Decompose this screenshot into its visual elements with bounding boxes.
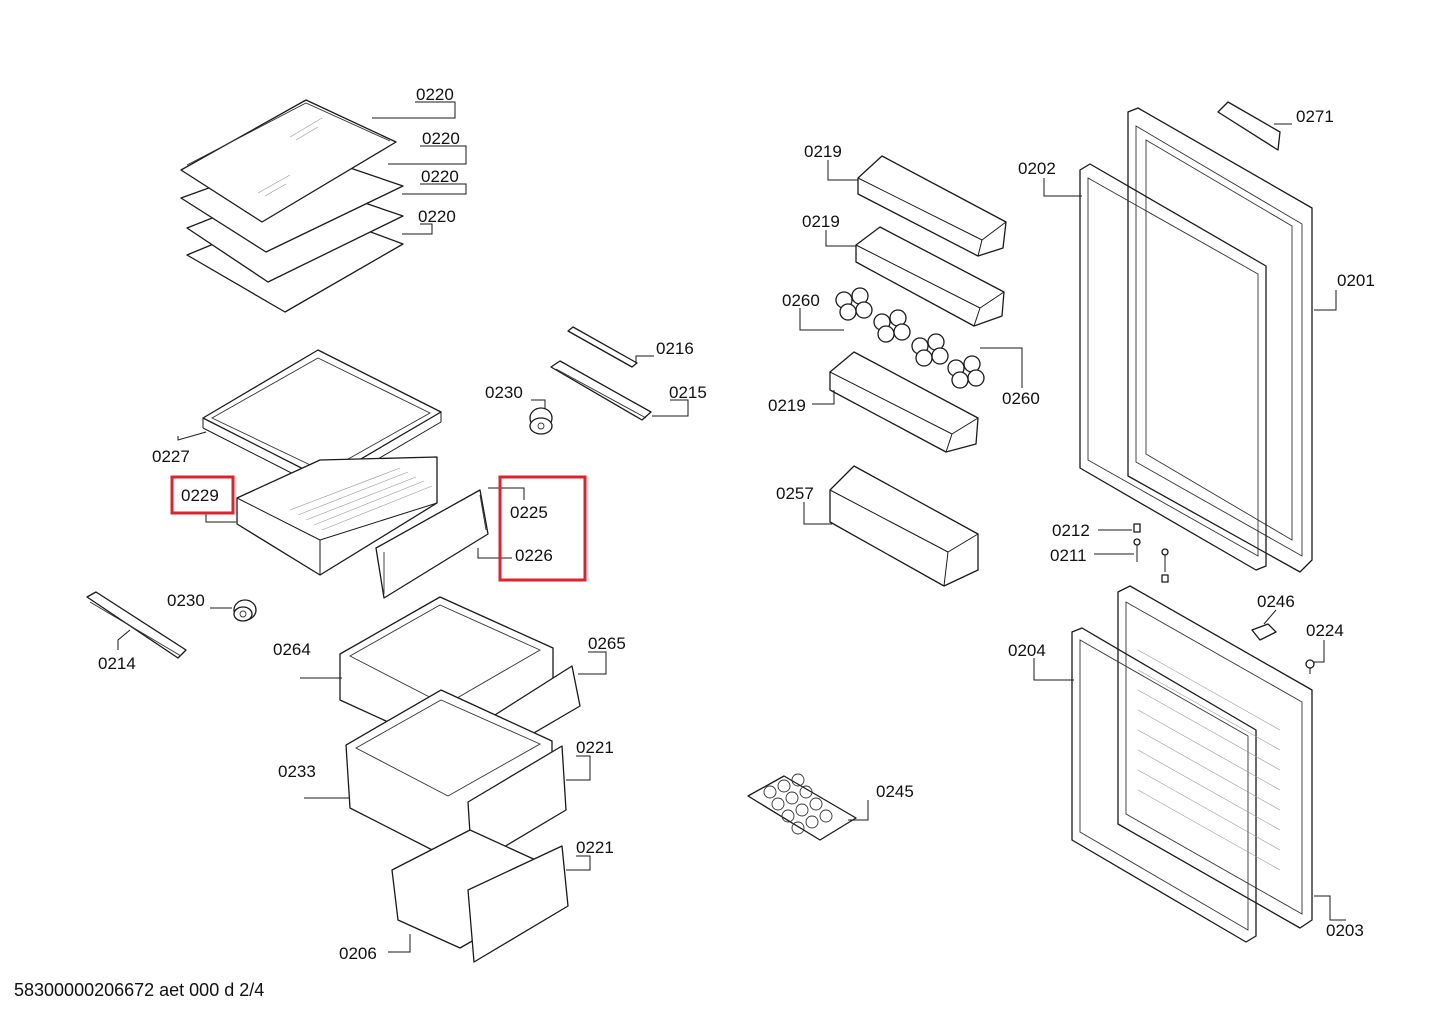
part-label-0220: 0220 (418, 207, 456, 226)
part-label-0257: 0257 (776, 484, 814, 503)
part-label-0219: 0219 (802, 212, 840, 231)
part-label-0220: 0220 (416, 85, 454, 104)
part-label-0245: 0245 (876, 782, 914, 801)
part-label-0214: 0214 (98, 654, 136, 673)
part-label-0201: 0201 (1337, 271, 1375, 290)
part-label-0265: 0265 (588, 634, 626, 653)
part-label-0219: 0219 (768, 396, 806, 415)
egg-tray-drawing (835, 287, 985, 389)
part-label-0204: 0204 (1008, 641, 1046, 660)
part-label-0202: 0202 (1018, 159, 1056, 178)
part-label-0224: 0224 (1306, 621, 1344, 640)
callout-labels: 0220 0220 0220 0220 0216 0230 0215 0227 … (98, 85, 1375, 963)
part-label-0260: 0260 (782, 291, 820, 310)
part-label-0230: 0230 (167, 591, 205, 610)
part-label-0246: 0246 (1257, 592, 1295, 611)
leader-lines (117, 101, 1346, 953)
glass-shelf-drawing (180, 99, 404, 313)
part-label-0260: 0260 (1002, 389, 1040, 408)
highlight-box-0225-0226 (498, 475, 587, 582)
part-label-0216: 0216 (656, 339, 694, 358)
small-parts-drawing (86, 326, 652, 659)
part-label-0219: 0219 (804, 142, 842, 161)
part-label-0220: 0220 (422, 129, 460, 148)
highlight-box-0229 (170, 475, 235, 515)
part-label-0264: 0264 (273, 640, 311, 659)
crisper-front-panel-drawing (375, 489, 489, 599)
part-label-0271: 0271 (1296, 107, 1334, 126)
part-label-0206: 0206 (339, 944, 377, 963)
part-label-0225: 0225 (510, 503, 548, 522)
fridge-door-drawing (1079, 101, 1313, 583)
freezer-drawers-drawing (339, 596, 581, 963)
crisper-box-drawing (236, 456, 438, 576)
part-label-0203: 0203 (1326, 921, 1364, 940)
part-label-0221: 0221 (576, 838, 614, 857)
part-label-0233: 0233 (278, 762, 316, 781)
door-shelves-drawing (829, 155, 1007, 587)
part-label-0227: 0227 (152, 447, 190, 466)
part-label-0230: 0230 (485, 383, 523, 402)
part-label-0229: 0229 (181, 486, 219, 505)
freezer-door-drawing (1071, 585, 1315, 943)
part-label-0220: 0220 (421, 167, 459, 186)
ice-cube-tray-drawing (747, 773, 857, 841)
part-label-0215: 0215 (669, 383, 707, 402)
part-label-0211: 0211 (1050, 546, 1087, 565)
part-label-0226: 0226 (515, 546, 553, 565)
part-label-0221: 0221 (576, 738, 614, 757)
document-code-footer: 58300000206672 aet 000 d 2/4 (14, 980, 265, 1000)
part-label-0212: 0212 (1052, 521, 1090, 540)
